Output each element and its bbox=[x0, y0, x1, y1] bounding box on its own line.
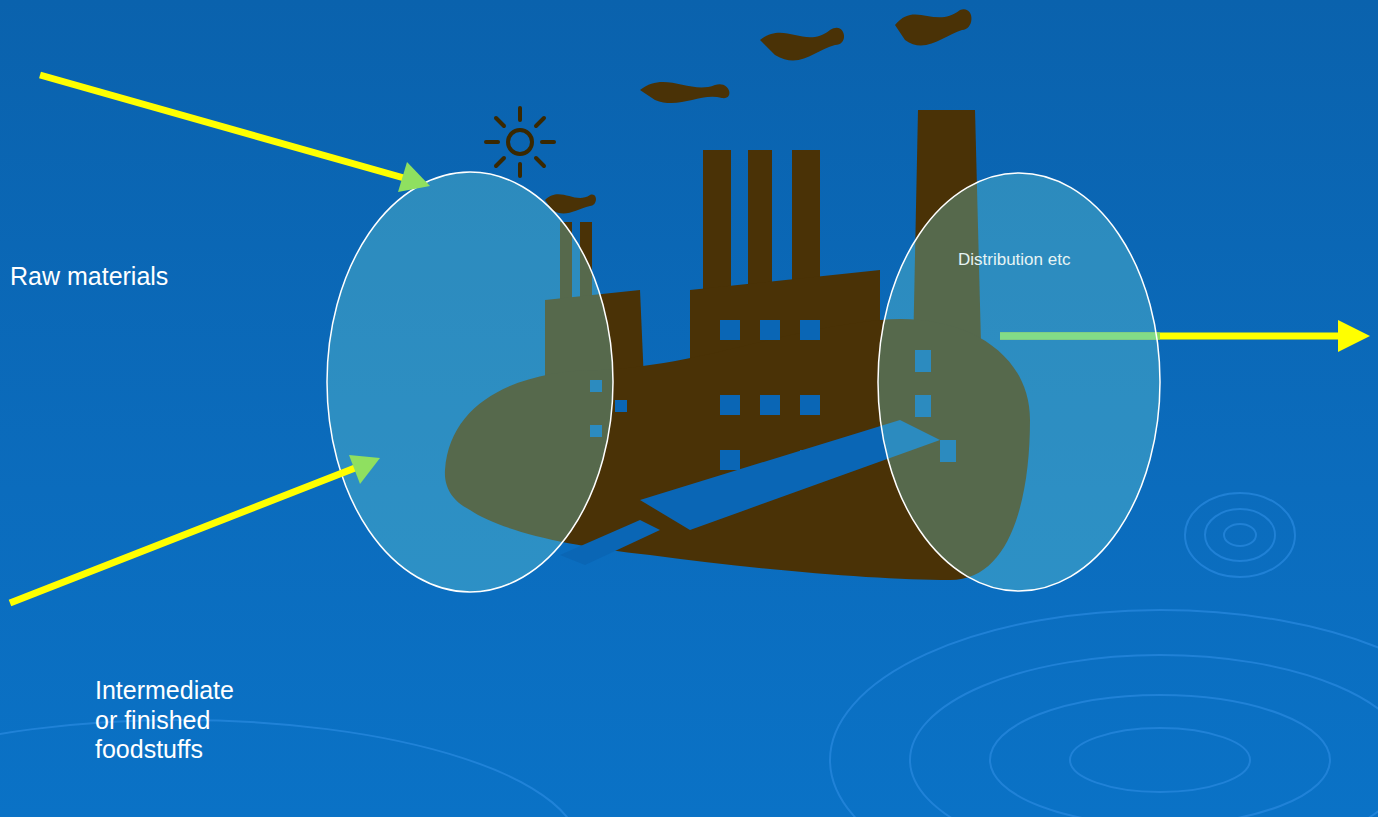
input-ellipse bbox=[327, 172, 613, 592]
flow-label: Intermediate or finished foodstuffs bbox=[95, 676, 245, 765]
flow-label: Raw materials bbox=[10, 262, 310, 292]
flow-arrows bbox=[10, 75, 1370, 603]
ellipse-outline bbox=[877, 172, 1161, 592]
node-text: Distribution etc bbox=[958, 250, 1070, 270]
output-ellipse: Distribution etc bbox=[877, 172, 1161, 592]
sun-icon bbox=[486, 108, 554, 176]
